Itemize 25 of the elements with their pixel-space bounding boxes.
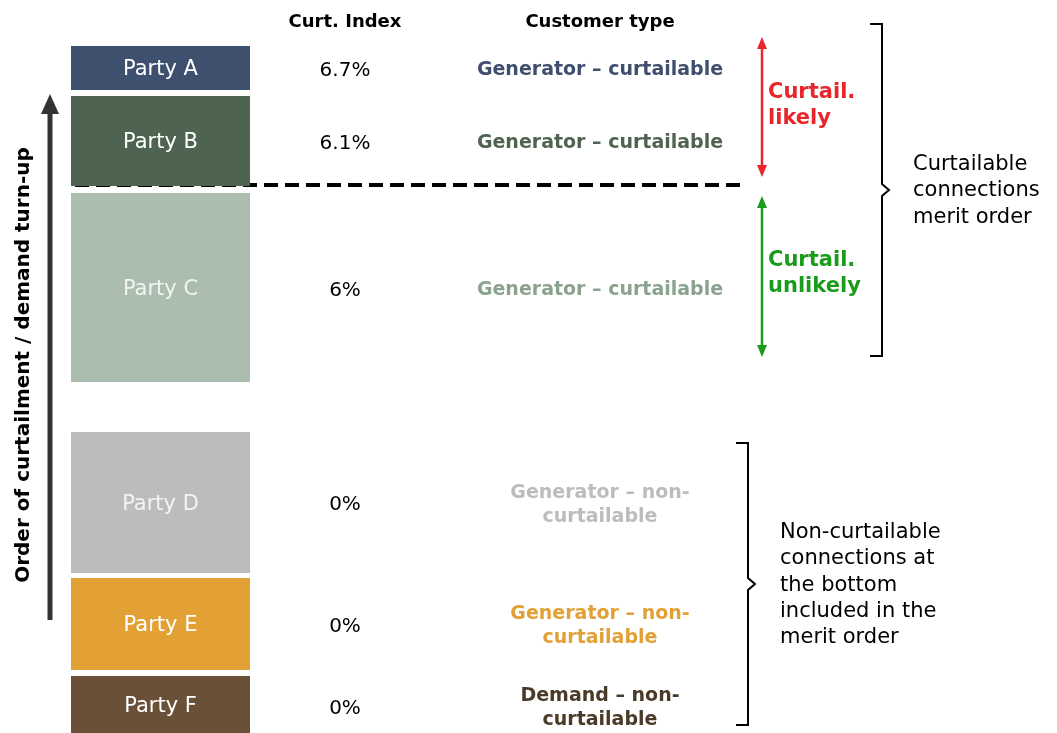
party-box: Party F (71, 676, 250, 733)
index-value: 6% (328, 277, 362, 302)
party-box: Party D (71, 432, 250, 573)
bracket-note: Curtailable connections merit order (913, 150, 1041, 229)
customer-type: Generator – curtailable (475, 277, 725, 301)
customer-type: Generator – non-curtailable (509, 601, 691, 649)
index-value: 6.1% (318, 130, 372, 155)
index-value: 6.7% (318, 57, 372, 82)
party-box: Party B (71, 96, 250, 186)
customer-type: Generator – curtailable (475, 130, 725, 154)
column-header: Customer type (524, 10, 676, 33)
party-box: Party E (71, 578, 250, 670)
index-value: 0% (328, 695, 362, 720)
party-box: Party C (71, 193, 250, 382)
index-value: 0% (328, 491, 362, 516)
annotation: Curtail. unlikely (768, 246, 862, 299)
annotation: Curtail. likely (768, 78, 857, 131)
bracket-note: Non-curtailable connections at the bottom included in the merit order (780, 518, 942, 650)
column-header: Curt. Index (287, 10, 403, 33)
customer-type: Generator – non-curtailable (509, 480, 691, 528)
party-box: Party A (71, 46, 250, 90)
customer-type: Generator – curtailable (475, 57, 725, 81)
axis-label: Order of curtailment / demand turn-up (12, 147, 32, 583)
customer-type: Demand – non-curtailable (519, 683, 681, 731)
index-value: 0% (328, 613, 362, 638)
